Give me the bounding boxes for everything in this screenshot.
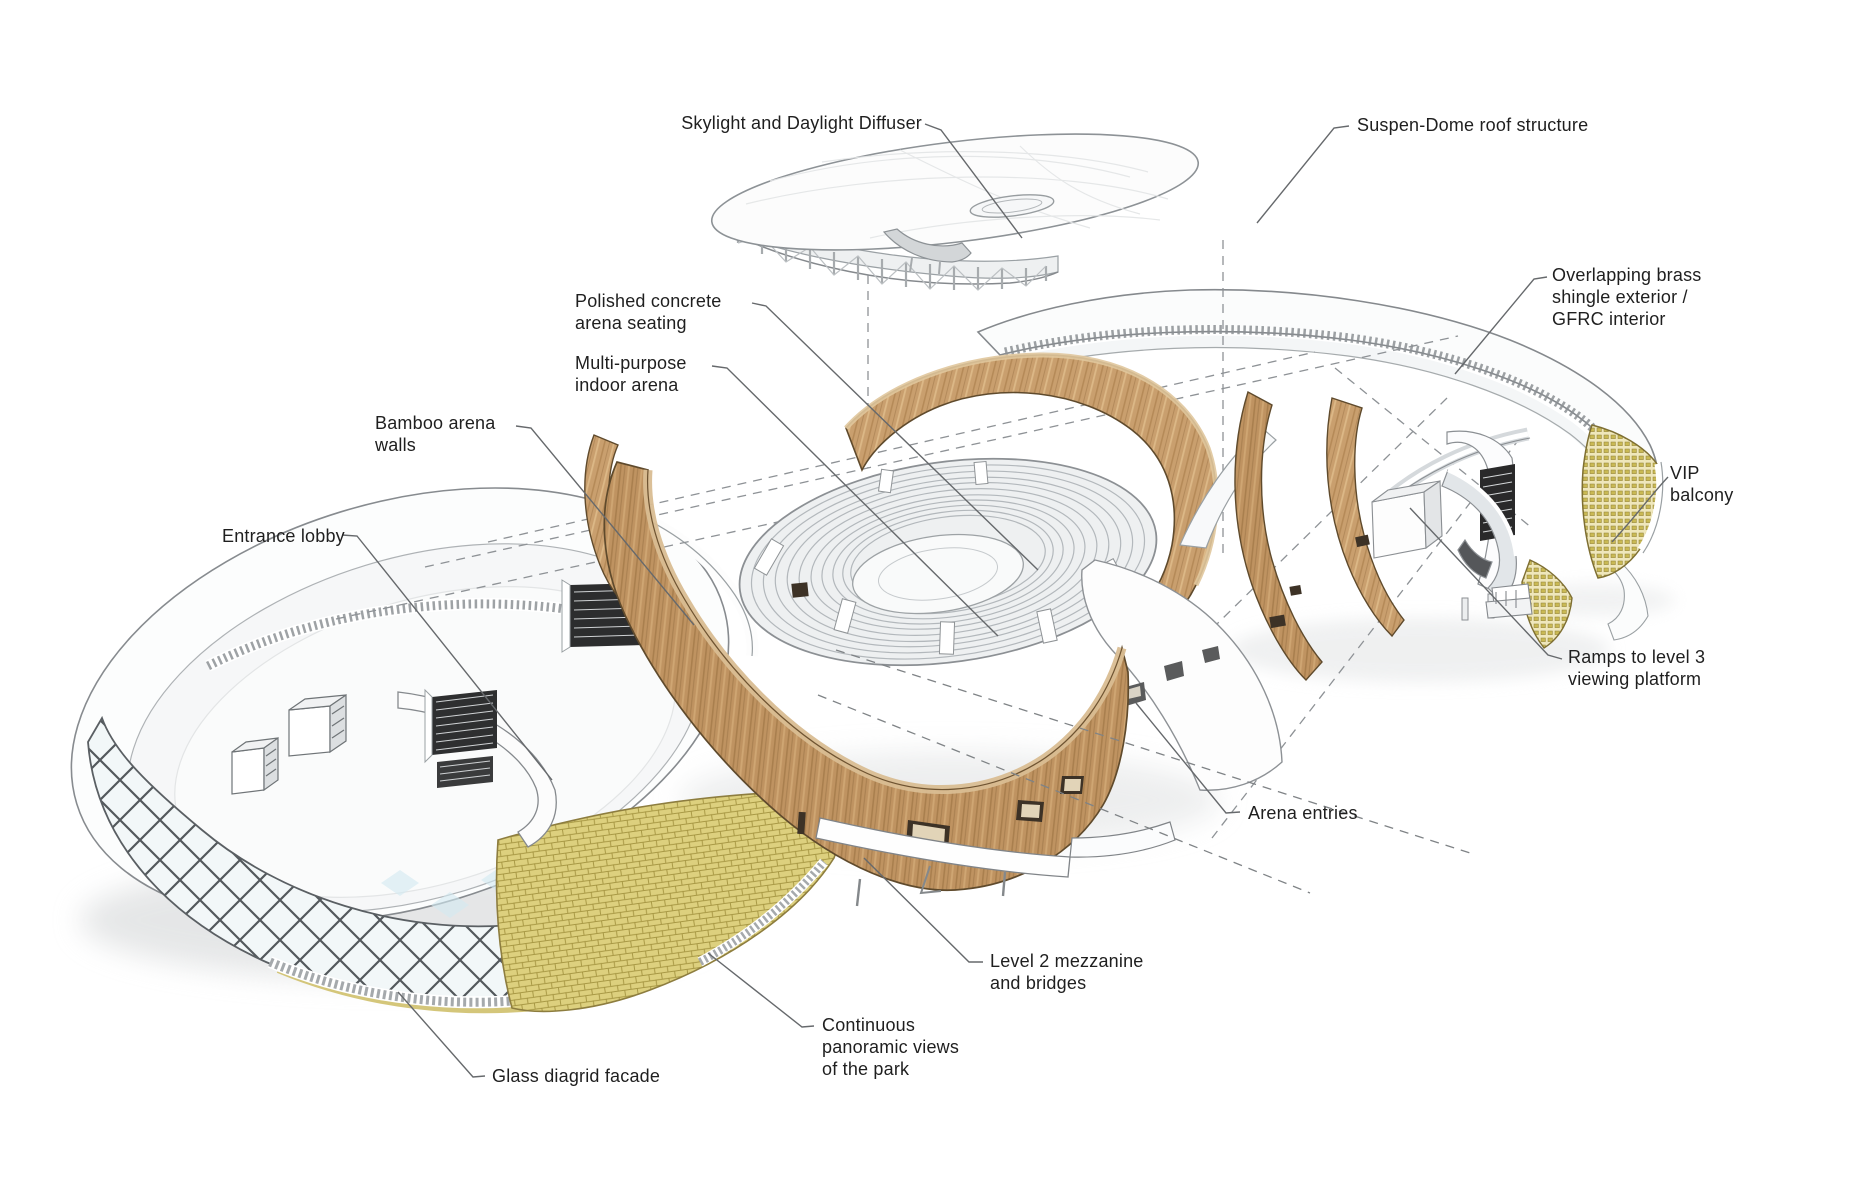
wall-opening-slit: [791, 582, 809, 598]
leader-panoramic: [707, 952, 815, 1028]
arena-court-line: [877, 547, 999, 601]
kiosk-box: [288, 693, 347, 757]
leader-polished-concrete: [751, 302, 1039, 571]
label-bamboo-walls: Bamboo arena walls: [375, 413, 496, 455]
label-level2-mezzanine: Level 2 mezzanine and bridges: [990, 951, 1144, 993]
label-vip-balcony: VIP balcony: [1670, 463, 1734, 505]
leader-bamboo-walls: [515, 425, 695, 626]
arena-entry-opening: [1060, 776, 1084, 794]
entrance-lobby-building: [70, 487, 842, 1014]
leader-lines: [341, 123, 1669, 1078]
vip-mesh-wall: [1581, 424, 1660, 579]
label-polished-concrete: Polished concrete arena seating: [575, 291, 722, 333]
arena-entry-opening: [1164, 661, 1184, 681]
kiosk-box: [231, 736, 279, 795]
leader-level2: [863, 857, 983, 963]
label-panoramic-views: Continuous panoramic views of the park: [822, 1015, 960, 1079]
bamboo-fin-2: [1326, 397, 1405, 638]
leader-ramps: [1409, 507, 1563, 660]
projection-line: [487, 351, 1316, 543]
roof-truss-diagonals: [737, 235, 1047, 291]
leader-suspen-dome: [1256, 125, 1350, 224]
label-glass-diagrid: Glass diagrid facade: [492, 1066, 661, 1086]
leader-vip-balcony: [1611, 476, 1669, 543]
roof-tail-bracket: [882, 228, 972, 263]
band-shingle-ticks: [1003, 325, 1639, 494]
wall-opening-slit: [797, 811, 806, 835]
leader-arena-entries: [1135, 702, 1241, 814]
brass-facade-slat-joints: [698, 859, 828, 966]
leader-overlapping-brass: [1454, 276, 1548, 375]
projection-line: [1161, 397, 1448, 679]
stair-block-lobby: [424, 688, 497, 788]
label-overlapping-brass: Overlapping brass shingle exterior / GFR…: [1552, 265, 1702, 329]
label-arena-entries: Arena entries: [1248, 803, 1358, 823]
vip-walkway-bracket: [1485, 583, 1533, 619]
projection-lines-front: [817, 649, 1471, 894]
skylight-ring: [969, 194, 1055, 218]
roof-geodesic-pattern: [745, 145, 1169, 239]
ramp-box: [1371, 479, 1443, 559]
white-crescent-right: [1606, 561, 1649, 641]
label-entrance-lobby: Entrance lobby: [222, 526, 345, 546]
skylight-ring-inner: [981, 198, 1043, 214]
arena-floor: [852, 533, 1024, 615]
projection-line: [817, 694, 1311, 894]
leader-entrance-lobby: [341, 534, 553, 781]
mezzanine-bridge: [815, 817, 1176, 907]
ramp-structures: [1371, 427, 1649, 641]
leader-skylight: [924, 123, 1023, 239]
leader-glass-diagrid: [397, 991, 486, 1078]
vip-mesh-rim: [1637, 463, 1662, 551]
label-suspen-dome: Suspen-Dome roof structure: [1357, 115, 1589, 135]
vip-balcony: [1485, 424, 1664, 649]
leader-multi-purpose: [711, 365, 999, 637]
suspen-dome-roof: [710, 133, 1200, 291]
label-skylight: Skylight and Daylight Diffuser: [681, 113, 922, 133]
arena-entry-opening: [1202, 646, 1220, 663]
bamboo-fin-1: [1234, 390, 1323, 682]
label-multi-purpose: Multi-purpose indoor arena: [575, 353, 687, 395]
brass-shingle-facade: [495, 789, 842, 1013]
label-ramps: Ramps to level 3 viewing platform: [1568, 647, 1706, 689]
arena-entry-opening: [1016, 800, 1044, 822]
roof-disc: [710, 133, 1200, 251]
